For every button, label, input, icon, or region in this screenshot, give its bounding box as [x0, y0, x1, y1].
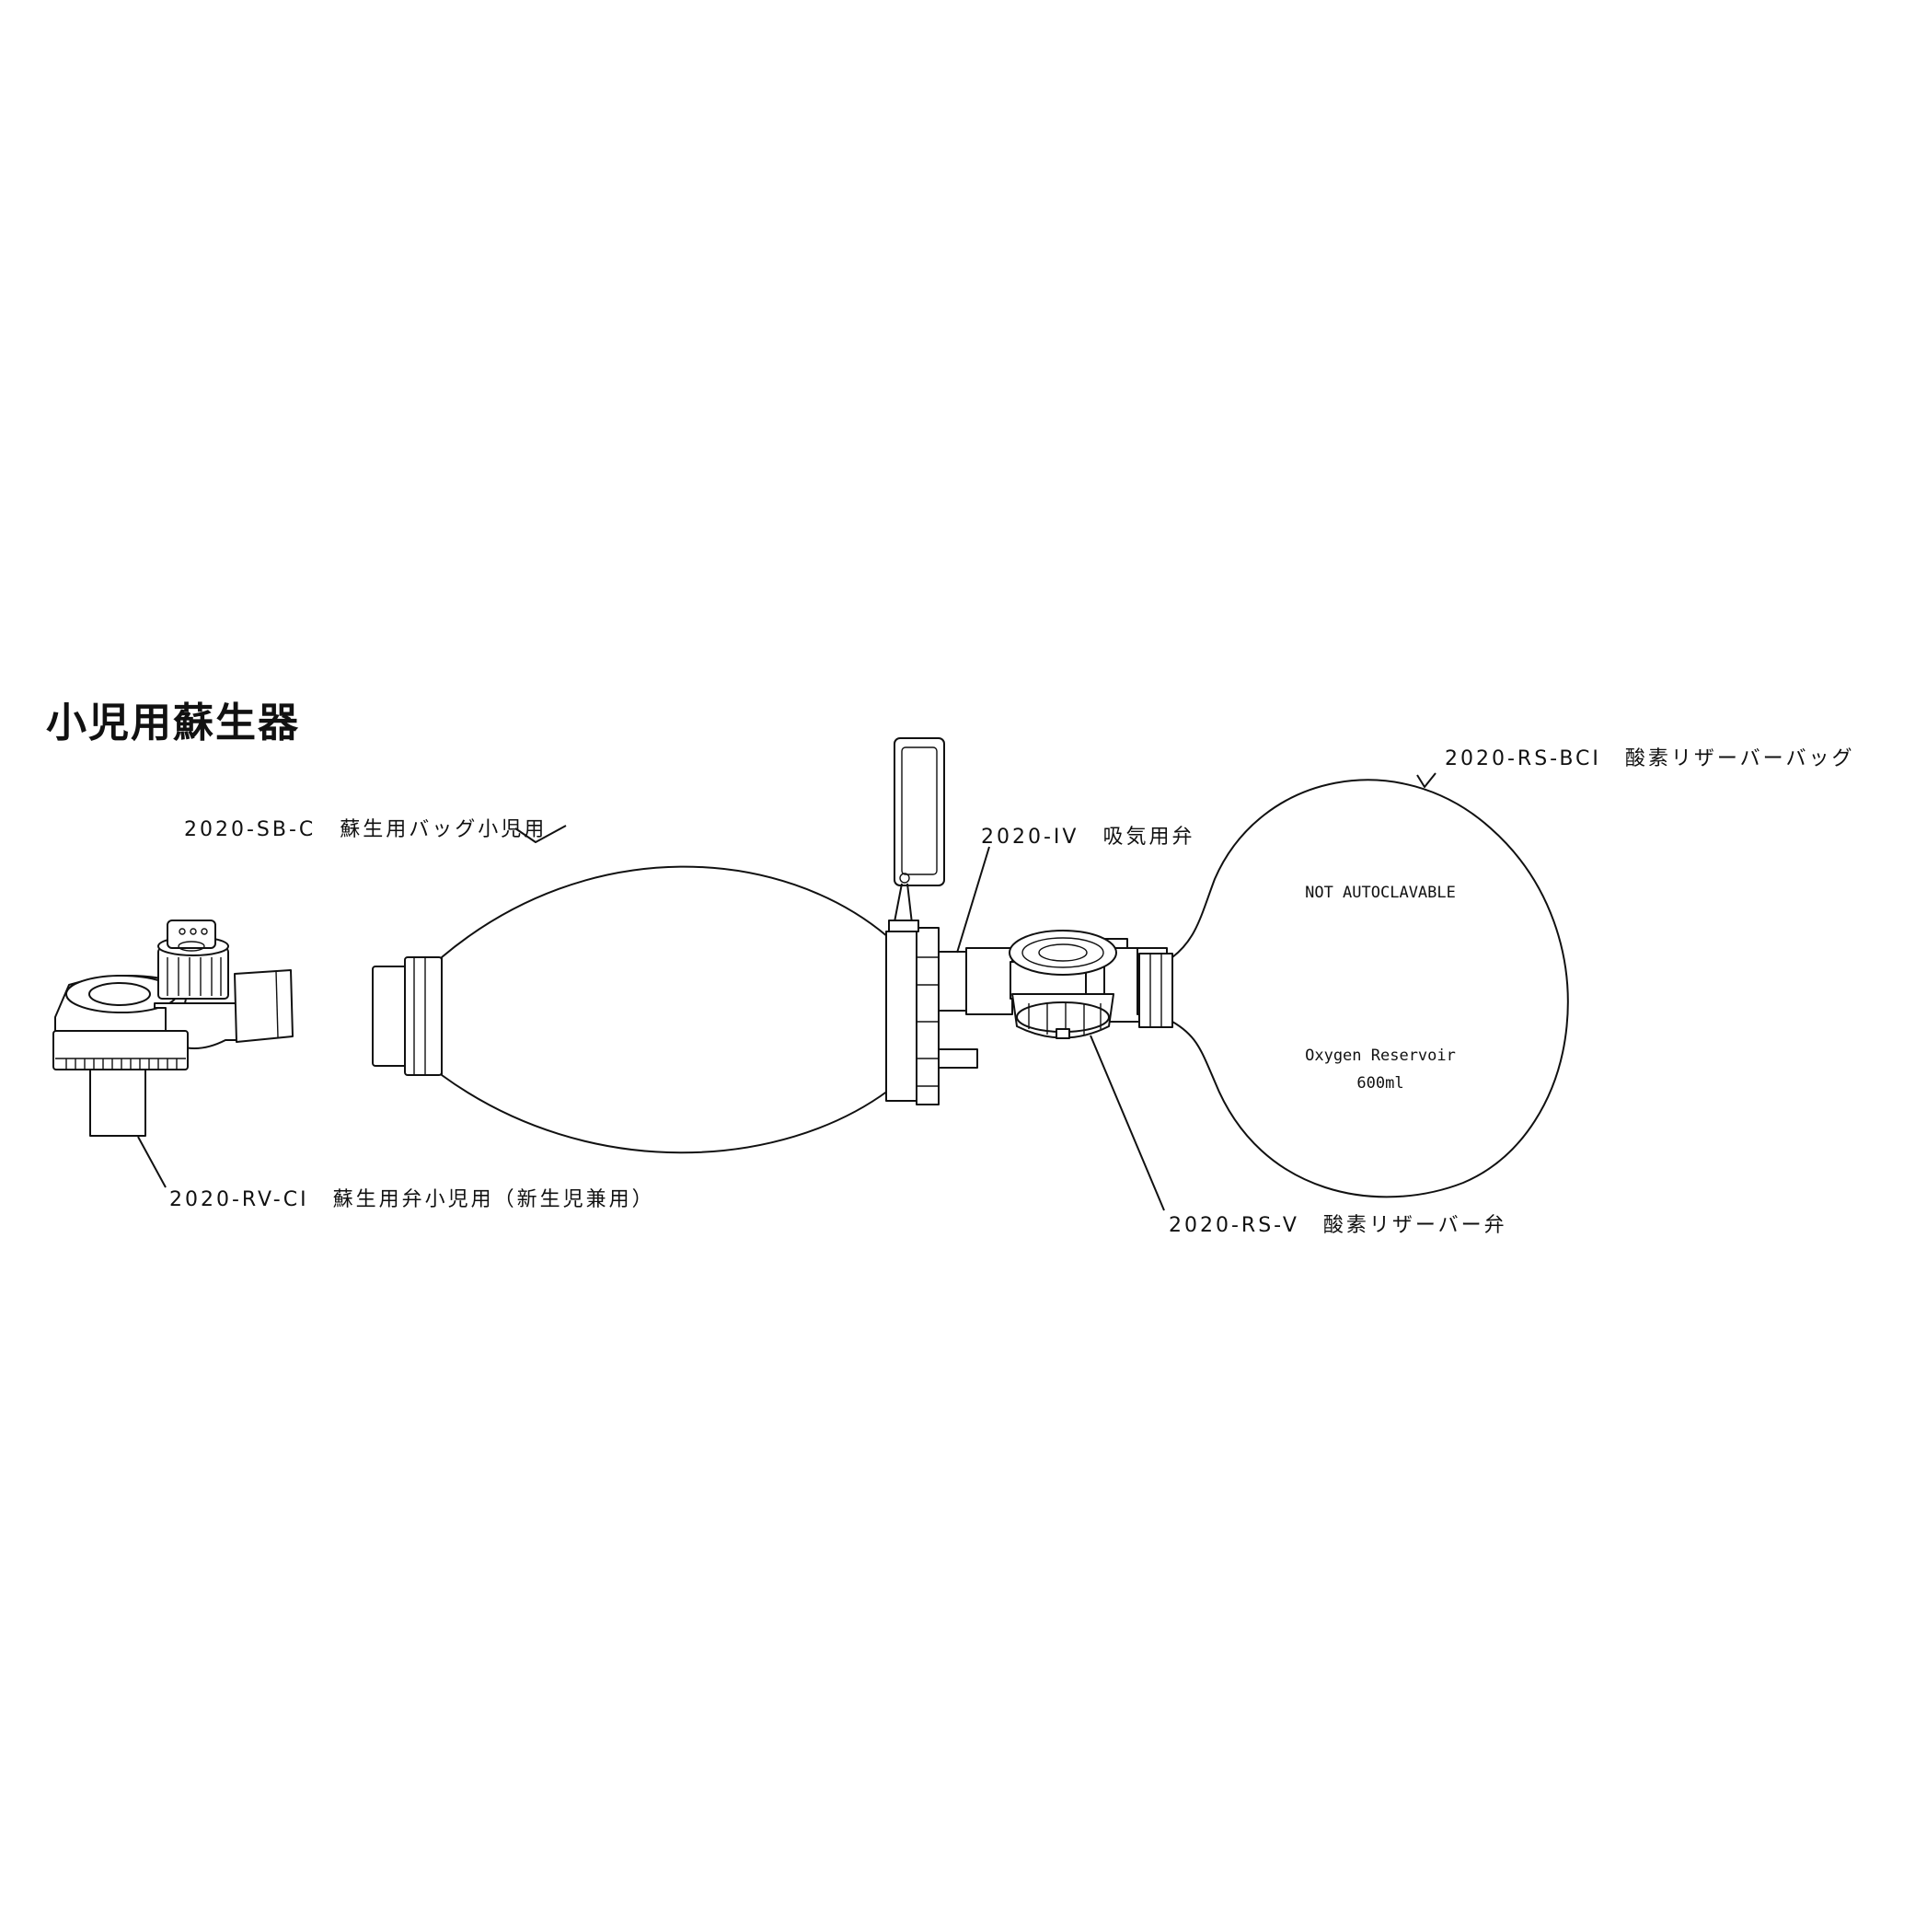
reservoir-marking-oxygen-reservoir: Oxygen Reservoir — [1305, 1047, 1456, 1065]
leader-lines — [137, 772, 1437, 1211]
leader-reservoir-valve — [1090, 1035, 1165, 1211]
reservoir-valve-drawing — [1009, 930, 1117, 1039]
leader-patient-valve — [137, 1136, 167, 1188]
leader-bag — [514, 825, 567, 843]
reservoir-bag-drawing: NOT AUTOCLAVABLE Oxygen Reservoir 600ml — [1138, 779, 1569, 1198]
reservoir-marking-not-autoclavable: NOT AUTOCLAVABLE — [1305, 884, 1456, 902]
reservoir-marking-volume: 600ml — [1356, 1074, 1403, 1093]
patient-valve-drawing — [52, 920, 294, 1137]
leader-inlet-valve — [956, 846, 990, 954]
diagram-title: 小児用蘇生器 — [46, 700, 300, 746]
bag-drawing — [372, 737, 978, 1154]
leader-reservoir-bag — [1416, 772, 1437, 788]
